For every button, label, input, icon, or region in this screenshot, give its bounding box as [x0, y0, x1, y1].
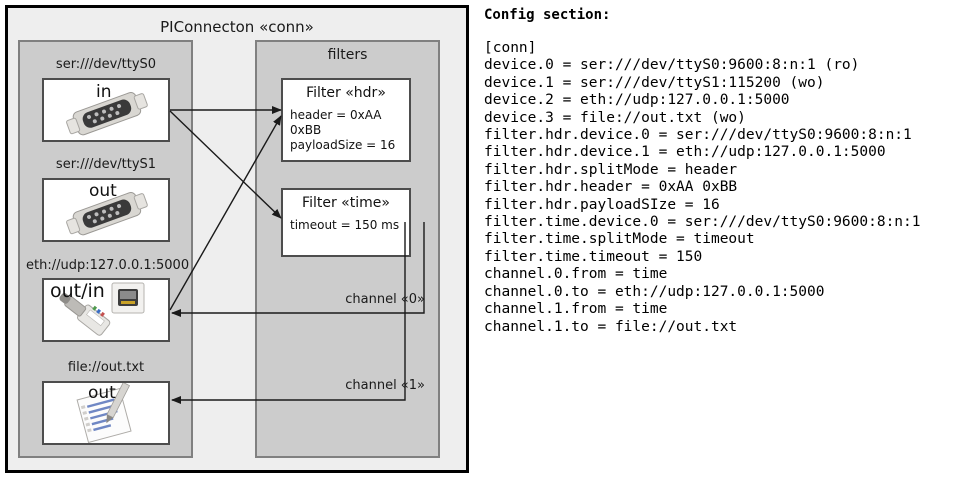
- config-line: device.0 = ser:///dev/ttyS0:9600:8:n:1 (…: [484, 57, 860, 74]
- network-plug-icon: [59, 282, 145, 336]
- architecture-diagram: PIConnecton «conn» ser:///dev/ttyS0 in s…: [0, 0, 476, 484]
- device-direction-file: out: [88, 383, 116, 403]
- config-heading: Config section:: [484, 7, 611, 23]
- serial-port-icon: [66, 92, 148, 136]
- filter-node-time[interactable]: Filter «time» timeout = 150 ms: [281, 188, 411, 257]
- filters-group-title: filters: [327, 47, 368, 63]
- device-label-ttyS1: ser:///dev/ttyS1: [55, 157, 157, 172]
- config-line: channel.0.from = time: [484, 266, 668, 283]
- diagram-title: PIConnecton «conn»: [160, 18, 314, 36]
- filter-prop: header = 0xAA 0xBB: [290, 108, 382, 137]
- config-line: filter.hdr.payloadSIze = 16: [484, 196, 720, 213]
- device-label-file: file://out.txt: [67, 360, 145, 375]
- config-line: device.1 = ser:///dev/ttyS1:115200 (wo): [484, 74, 825, 91]
- serial-port-icon: [66, 192, 148, 236]
- filter-prop: payloadSize = 16: [290, 138, 396, 152]
- config-line: filter.time.splitMode = timeout: [484, 231, 755, 248]
- filter-node-hdr[interactable]: Filter «hdr» header = 0xAA 0xBB payloadS…: [281, 78, 411, 162]
- filter-props-hdr: header = 0xAA 0xBB payloadSize = 16: [283, 101, 409, 160]
- filter-title-time: Filter «time»: [302, 195, 390, 211]
- config-line: filter.hdr.device.0 = ser:///dev/ttyS0:9…: [484, 127, 912, 144]
- channel-label-1: channel «1»: [345, 378, 425, 393]
- config-line: channel.1.to = file://out.txt: [484, 318, 738, 335]
- device-direction-ttyS0: in: [96, 82, 112, 102]
- filter-title-hdr: Filter «hdr»: [306, 85, 386, 101]
- config-text-block: [conn]device.0 = ser:///dev/ttyS0:9600:8…: [484, 40, 921, 336]
- config-line: device.3 = file://out.txt (wo): [484, 109, 746, 126]
- config-line: filter.hdr.splitMode = header: [484, 161, 738, 178]
- config-line: channel.0.to = eth://udp:127.0.0.1:5000: [484, 283, 825, 300]
- config-line: filter.time.timeout = 150: [484, 248, 703, 265]
- config-line: filter.hdr.device.1 = eth://udp:127.0.0.…: [484, 144, 886, 161]
- device-node-file[interactable]: out: [42, 381, 170, 445]
- filter-prop: timeout = 150 ms: [290, 218, 400, 232]
- device-label-ttyS0: ser:///dev/ttyS0: [55, 57, 157, 72]
- filter-props-time: timeout = 150 ms: [283, 211, 409, 255]
- config-line: [conn]: [484, 40, 537, 56]
- device-direction-ttyS1: out: [89, 181, 117, 201]
- text-file-icon: [76, 381, 132, 444]
- device-node-ttyS0[interactable]: in: [42, 78, 170, 142]
- config-panel: Config section: [conn]device.0 = ser:///…: [480, 0, 964, 484]
- config-line: channel.1.from = time: [484, 301, 668, 318]
- device-direction-eth: out/in: [50, 280, 105, 302]
- config-line: filter.hdr.header = 0xAA 0xBB: [484, 179, 738, 196]
- channel-label-0: channel «0»: [345, 292, 425, 307]
- config-line: device.2 = eth://udp:127.0.0.1:5000: [484, 92, 790, 109]
- config-line: filter.time.device.0 = ser:///dev/ttyS0:…: [484, 214, 921, 231]
- device-label-eth: eth://udp:127.0.0.1:5000: [26, 258, 190, 273]
- device-node-eth[interactable]: out/in: [42, 278, 170, 342]
- device-node-ttyS1[interactable]: out: [42, 178, 170, 242]
